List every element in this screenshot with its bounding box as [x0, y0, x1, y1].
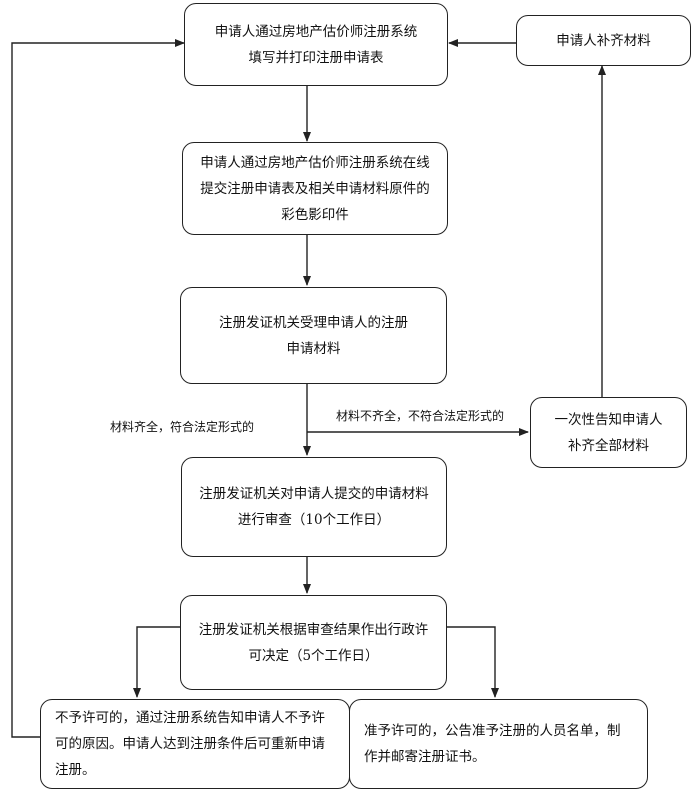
node-review: 注册发证机关对申请人提交的申请材料进行审查（10个工作日）	[181, 457, 447, 557]
node-notify-supplement: 一次性告知申请人补齐全部材料	[530, 397, 687, 468]
arrow-decision-to-reject	[133, 626, 180, 698]
node-supplement: 申请人补齐材料	[516, 15, 691, 66]
arrow-reject-loop-to-fill	[11, 39, 185, 738]
edge-label-incomplete: 材料不齐全，不符合法定形式的	[336, 409, 505, 423]
node-reject: 不予许可的，通过注册系统告知申请人不予许可的原因。申请人达到注册条件后可重新申请…	[40, 699, 350, 789]
node-accept: 注册发证机关受理申请人的注册申请材料	[180, 287, 447, 384]
node-fill-form: 申请人通过房地产估价师注册系统填写并打印注册申请表	[184, 3, 448, 86]
node-approve: 准予许可的，公告准予注册的人员名单，制作并邮寄注册证书。	[349, 699, 648, 789]
node-submit-online: 申请人通过房地产估价师注册系统在线提交注册申请表及相关申请材料原件的彩色影印件	[182, 142, 448, 235]
arrow-decision-to-approve	[447, 626, 499, 698]
edge-label-complete: 材料齐全，符合法定形式的	[110, 420, 255, 434]
node-decision: 注册发证机关根据审查结果作出行政许可决定（5个工作日）	[180, 595, 447, 690]
